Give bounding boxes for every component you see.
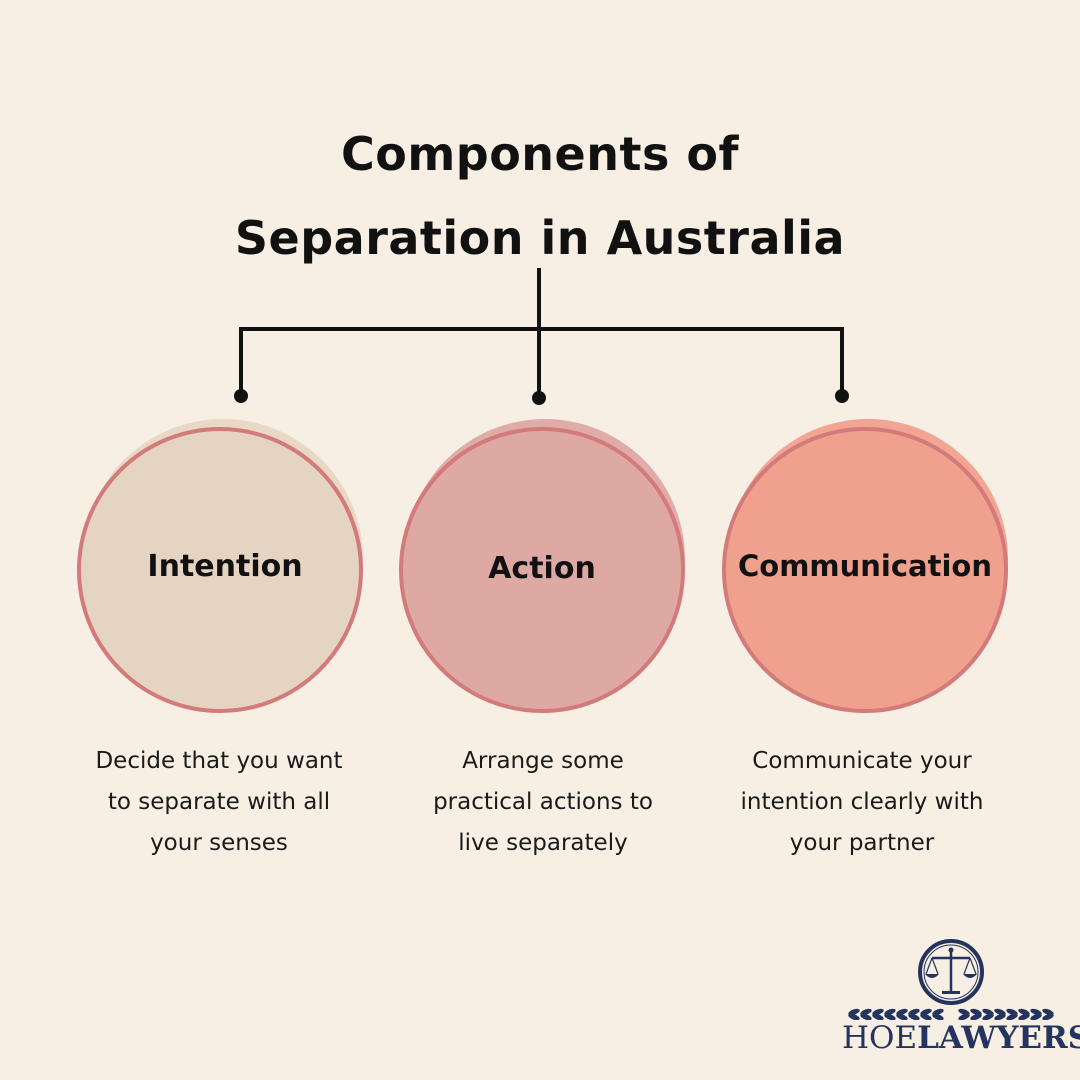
component-description-action: Arrange some practical actions to live s… xyxy=(393,741,693,864)
description-line: intention clearly with xyxy=(740,789,984,815)
logo-word-hoe: HOE xyxy=(842,1020,918,1056)
description-line: to separate with all xyxy=(107,789,331,815)
hoe-lawyers-logo: HOELAWYERS xyxy=(842,936,1080,1066)
component-circle: Action xyxy=(399,427,685,713)
description-line: practical actions to xyxy=(433,789,653,815)
description-line: Decide that you want xyxy=(95,748,343,774)
component-intention: Intention xyxy=(77,419,363,713)
description-line: Communicate your xyxy=(752,748,972,774)
component-label: Intention xyxy=(147,548,303,584)
description-line: your senses xyxy=(150,830,288,856)
component-circle: Intention xyxy=(77,427,363,713)
title-line-2: Separation in Australia xyxy=(234,211,846,265)
component-description-intention: Decide that you want to separate with al… xyxy=(69,741,369,864)
component-label: Communication xyxy=(737,549,992,583)
description-line: Arrange some xyxy=(462,748,624,774)
logo-wordmark: HOELAWYERS xyxy=(842,1020,1080,1056)
logo-word-lawyers: LAWYERS xyxy=(917,1020,1080,1056)
component-description-communication: Communicate your intention clearly with … xyxy=(712,741,1012,864)
scales-of-justice-icon xyxy=(848,939,1054,1021)
title-line-1: Components of xyxy=(340,127,740,181)
connector-dot-center xyxy=(532,391,546,405)
description-line: your partner xyxy=(789,830,935,856)
component-action: Action xyxy=(399,419,685,713)
page-title: Components of Separation in Australia xyxy=(0,112,1080,280)
description-line: live separately xyxy=(458,830,628,856)
component-circle: Communication xyxy=(722,427,1008,713)
component-label: Action xyxy=(488,550,596,586)
connector-dot-left xyxy=(234,389,248,403)
component-communication: Communication xyxy=(722,419,1008,713)
connector-dot-right xyxy=(835,389,849,403)
